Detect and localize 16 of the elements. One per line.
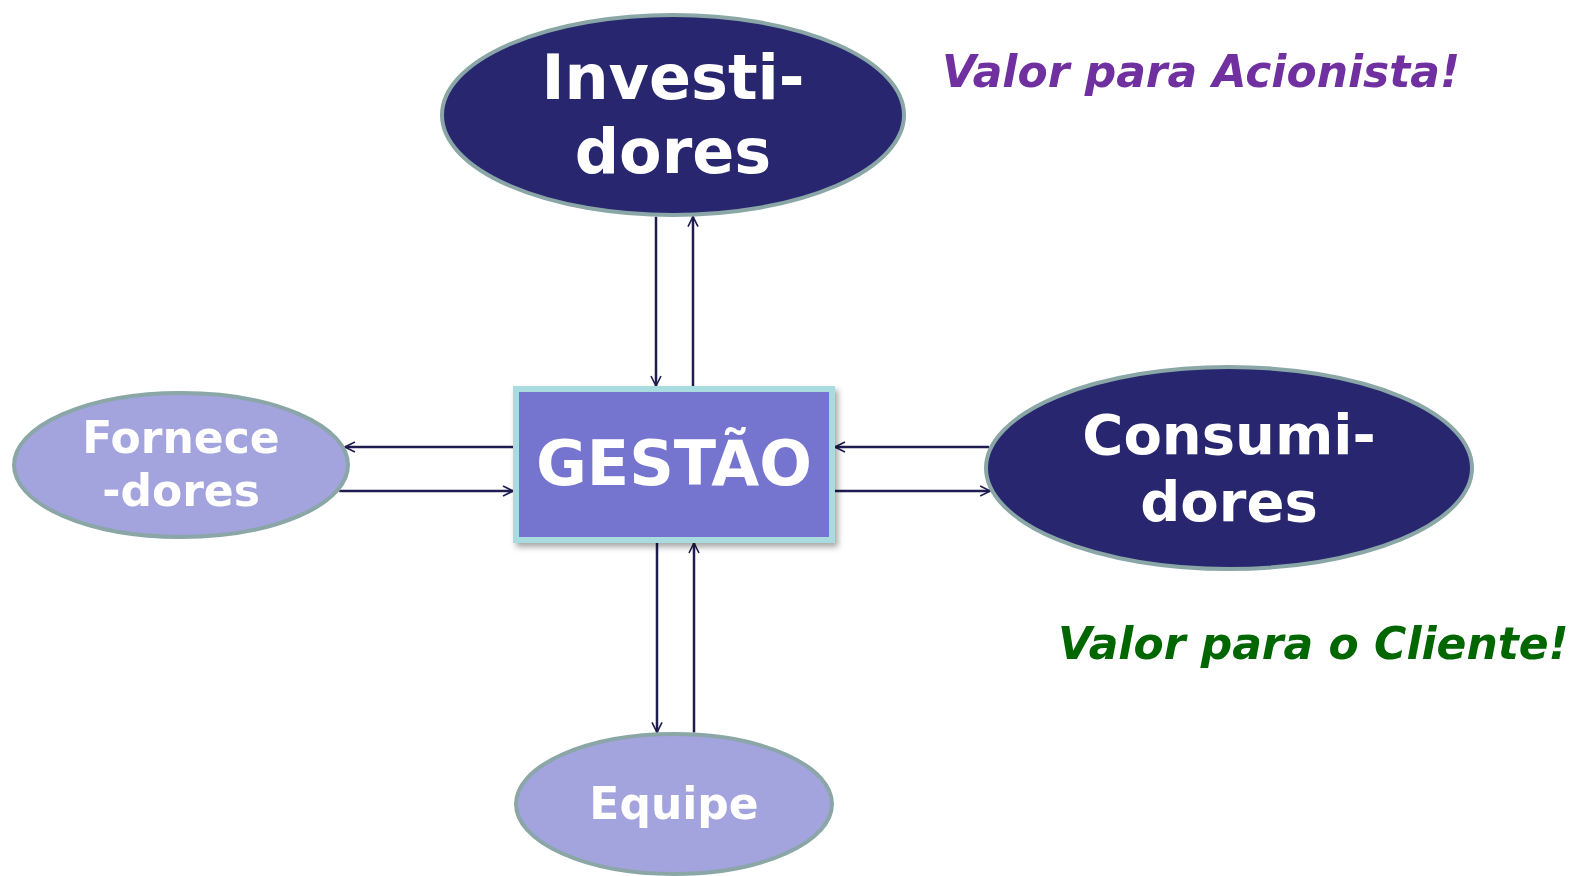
- node-label: Investi- dores: [540, 40, 806, 190]
- arrow: [339, 485, 514, 497]
- process-box: [513, 386, 835, 543]
- arrow: [344, 441, 513, 453]
- arrow: [834, 441, 990, 453]
- arrow: [687, 215, 699, 386]
- arrow: [688, 542, 700, 733]
- node-label: GESTÃO: [534, 427, 814, 502]
- node-label: Consumi- dores: [1081, 400, 1377, 536]
- note-text: Valor para o Cliente!: [1058, 618, 1569, 669]
- node-label: Fornece -dores: [81, 412, 281, 518]
- arrow: [835, 485, 991, 497]
- arrow: [650, 216, 662, 387]
- note-text: Valor para Acionista!: [942, 46, 1461, 97]
- node-label: Equipe: [588, 777, 760, 831]
- arrow: [651, 543, 663, 734]
